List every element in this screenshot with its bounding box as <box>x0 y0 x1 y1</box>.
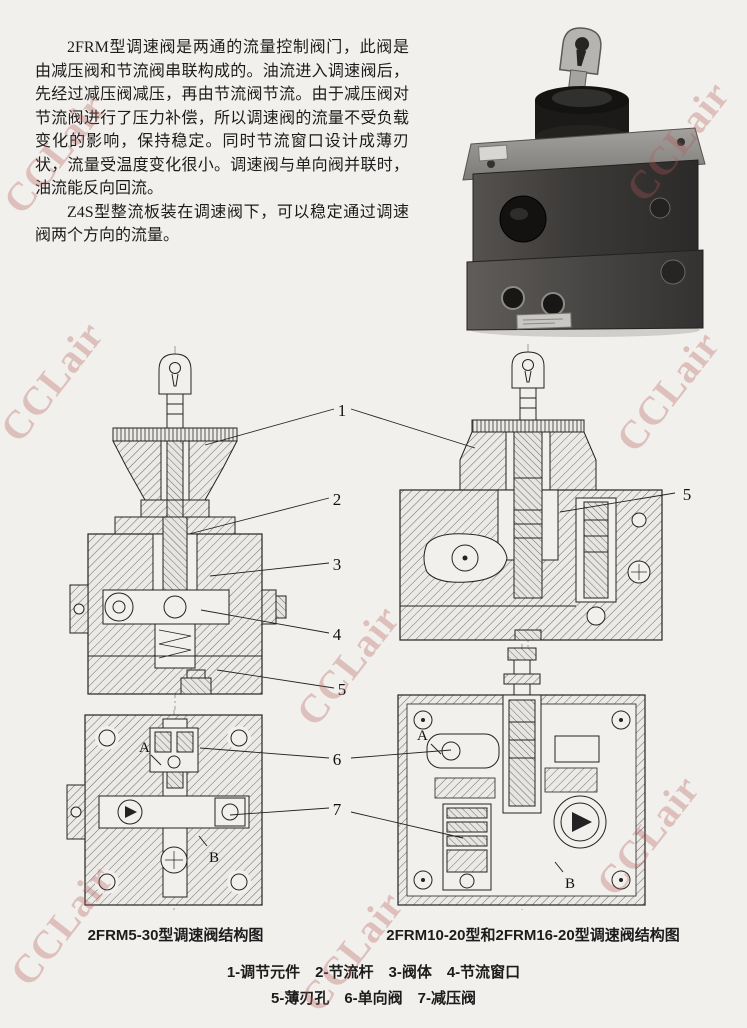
adjust-cap-drawing <box>459 419 597 491</box>
diagram-2frm10-block: A B <box>397 644 646 910</box>
photo-lower-block <box>466 249 704 331</box>
callout-2: 2 <box>333 490 342 509</box>
callout-4: 4 <box>333 625 342 644</box>
diagram-2frm10-section <box>399 344 663 650</box>
key-handle-drawing <box>511 351 545 421</box>
reducing-valve-stack <box>442 803 492 891</box>
product-photo <box>462 27 706 337</box>
legend-line-2: 5-薄刃孔 6-单向阀 7-减压阀 <box>270 990 476 1007</box>
key-handle-drawing <box>158 353 192 429</box>
port-label-b: B <box>565 876 575 892</box>
callout-3: 3 <box>333 555 342 574</box>
callout-6: 6 <box>333 750 342 769</box>
callout-leader-lines <box>188 408 676 839</box>
port-label-a: A <box>417 728 428 744</box>
legend-line-1: 1-调节元件 2-节流杆 3-阀体 4-节流窗口 <box>226 964 521 981</box>
photo-nameplate <box>516 312 572 330</box>
valve-body-drawing <box>69 516 287 695</box>
diagram-2frm5-section <box>69 346 287 710</box>
structure-diagrams: A B <box>66 344 692 910</box>
caption-left-figure: 2FRM5-30型调速阀结构图 <box>87 927 264 944</box>
callout-5: 5 <box>338 680 347 699</box>
callout-numbers: 1 2 3 4 5 5 6 7 <box>333 401 692 819</box>
intro-paragraph-2: Z4S型整流板装在调速阀下，可以稳定通过调速阀两个方向的流量。 <box>35 203 409 245</box>
photo-warning-label <box>478 144 508 162</box>
photo-upper-body <box>472 159 699 269</box>
callout-5-right: 5 <box>683 485 692 504</box>
adjust-cap-drawing <box>112 427 238 518</box>
callout-1: 1 <box>338 401 347 420</box>
caption-right-figure: 2FRM10-20型和2FRM16-20型调速阀结构图 <box>386 927 680 944</box>
port-label-b: B <box>209 850 219 866</box>
port-label-a: A <box>139 740 150 756</box>
diagram-2frm5-block: A B <box>66 710 263 910</box>
callout-7: 7 <box>333 800 342 819</box>
intro-text-block: 2FRM型调速阀是两通的流量控制阀门，此阀是由减压阀和节流阀串联构成的。油流进入… <box>35 36 409 248</box>
intro-paragraph-1: 2FRM型调速阀是两通的流量控制阀门，此阀是由减压阀和节流阀串联构成的。油流进入… <box>35 39 409 197</box>
valve-body-drawing <box>399 477 663 641</box>
